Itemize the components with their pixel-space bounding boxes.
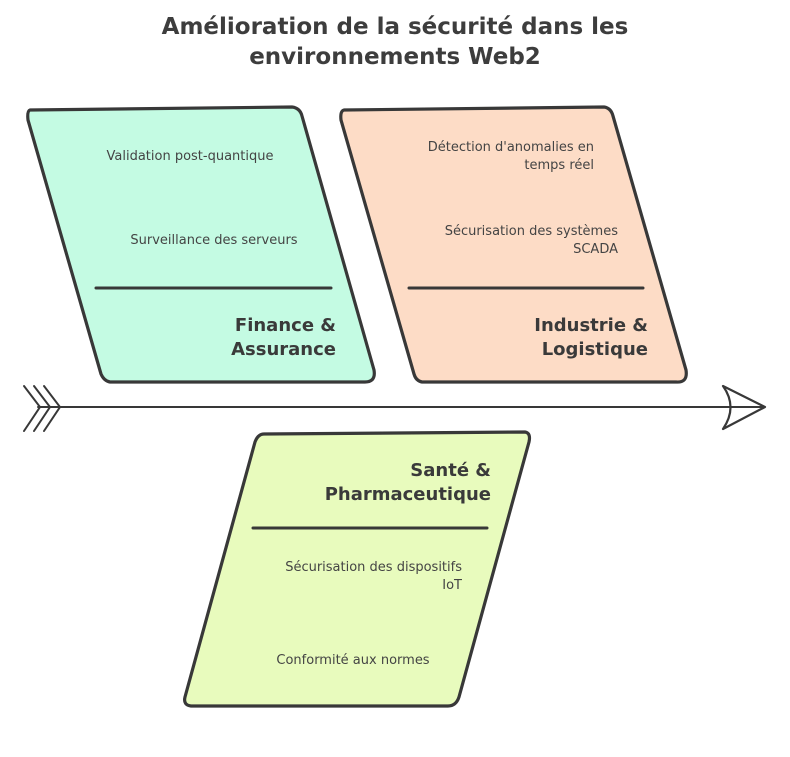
industrie-item-1-line-2: temps réel bbox=[524, 158, 594, 173]
industrie-label-line-2: Logistique bbox=[541, 339, 648, 360]
sante-item-2: Conformité aux normes bbox=[276, 653, 430, 668]
finance-label-line-1: Finance & bbox=[234, 315, 336, 336]
bone-sante bbox=[183, 430, 532, 708]
sante-item-1-line-2: IoT bbox=[442, 578, 462, 593]
sante-item-1-line-1: Sécurisation des dispositifs bbox=[285, 560, 462, 575]
tail-chevron-2 bbox=[33, 385, 52, 432]
spine-arrowhead bbox=[721, 384, 767, 431]
tail-chevron-3 bbox=[43, 385, 62, 432]
industrie-item-2: Sécurisation des systèmes SCADA bbox=[400, 223, 618, 259]
industrie-box bbox=[339, 105, 688, 384]
title-line-2: environnements Web2 bbox=[249, 44, 541, 70]
industrie-category-label: Industrie & Logistique bbox=[430, 314, 648, 362]
sante-label-line-2: Pharmaceutique bbox=[324, 484, 491, 505]
sante-category-label: Santé & Pharmaceutique bbox=[270, 459, 491, 507]
bone-industrie bbox=[339, 105, 688, 384]
finance-item-2: Surveillance des serveurs bbox=[130, 233, 298, 248]
finance-box bbox=[26, 105, 376, 384]
tail-chevron-1 bbox=[23, 385, 42, 432]
bone-finance bbox=[26, 105, 376, 384]
title-line-1: Amélioration de la sécurité dans les bbox=[161, 14, 629, 40]
industrie-item-1: Détection d'anomalies en temps réel bbox=[380, 139, 594, 175]
sante-box bbox=[183, 430, 532, 708]
finance-item-1: Validation post-quantique bbox=[106, 149, 274, 164]
diagram-title: Amélioration de la sécurité dans les env… bbox=[0, 12, 790, 72]
industrie-item-1-line-1: Détection d'anomalies en bbox=[427, 140, 594, 155]
industrie-label-line-1: Industrie & bbox=[534, 315, 648, 336]
finance-category-label: Finance & Assurance bbox=[120, 314, 336, 362]
sante-item-1: Sécurisation des dispositifs IoT bbox=[240, 559, 462, 595]
finance-label-line-2: Assurance bbox=[231, 339, 336, 360]
spine bbox=[23, 384, 767, 432]
sante-label-line-1: Santé & bbox=[410, 460, 491, 481]
industrie-item-2-line-1: Sécurisation des systèmes bbox=[444, 224, 618, 239]
industrie-item-2-line-2: SCADA bbox=[573, 242, 618, 257]
